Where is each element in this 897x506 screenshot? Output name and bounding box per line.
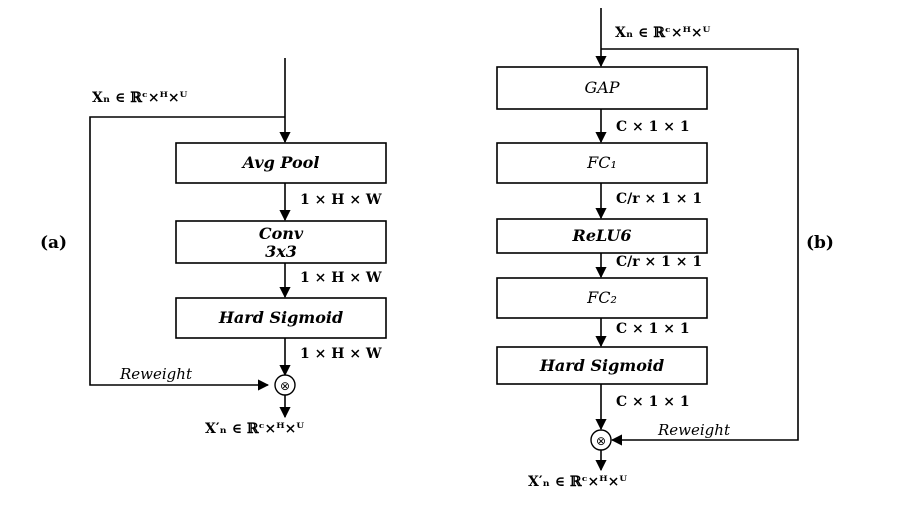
panel-a-hard-sigmoid-label: Hard Sigmoid xyxy=(218,308,343,327)
conv-box xyxy=(175,220,387,264)
avg-pool-box xyxy=(175,142,387,184)
panel-a-dim-3: 1 × H × W xyxy=(300,346,382,362)
gap-box xyxy=(496,66,708,110)
avg-pool-label: Avg Pool xyxy=(241,153,320,172)
fc1-box xyxy=(496,142,708,184)
gap-label: GAP xyxy=(584,78,619,97)
panel-b-skip-connection xyxy=(601,48,799,446)
panel-b-output-label: X′ₙ ∈ ℝᶜ×ᴴ×ᵂ xyxy=(528,474,627,490)
panel-a-input-label: Xₙ ∈ ℝᶜ×ᴴ×ᵂ xyxy=(92,90,188,106)
panel-a-output-label: X′ₙ ∈ ℝᶜ×ᴴ×ᵂ xyxy=(205,421,304,437)
panel-b-hard-sigmoid-box xyxy=(496,346,708,385)
relu6-box xyxy=(496,218,708,254)
panel-b-hard-sigmoid-label: Hard Sigmoid xyxy=(539,356,664,375)
panel-a-dim-2: 1 × H × W xyxy=(300,270,382,286)
panel-b-dim-1: C × 1 × 1 xyxy=(616,119,690,135)
panel-b: (b) Xₙ ∈ ℝᶜ×ᴴ×ᵂ Reweight GAP C × 1 × 1 F… xyxy=(496,8,834,490)
fc1-label: FC₁ xyxy=(586,153,617,172)
panel-a-dim-1: 1 × H × W xyxy=(300,192,382,208)
panel-a-label: (a) xyxy=(40,233,67,253)
panel-b-dim-4: C × 1 × 1 xyxy=(616,321,690,337)
conv-kernel-label: 3x3 xyxy=(265,242,297,261)
panel-a-multiply-symbol: ⊗ xyxy=(280,379,290,393)
panel-b-reweight-label: Reweight xyxy=(657,421,731,439)
panel-a: (a) Xₙ ∈ ℝᶜ×ᴴ×ᵂ Reweight Avg Pool 1 × H … xyxy=(40,58,387,437)
fc2-label: FC₂ xyxy=(586,288,617,307)
panel-b-input-label: Xₙ ∈ ℝᶜ×ᴴ×ᵂ xyxy=(615,25,711,41)
panel-b-multiply-symbol: ⊗ xyxy=(596,434,606,448)
fc2-box xyxy=(496,277,708,319)
panel-b-dim-5: C × 1 × 1 xyxy=(616,394,690,410)
panel-a-skip-connection xyxy=(89,116,285,391)
panel-b-dim-2: C/r × 1 × 1 xyxy=(616,191,702,207)
conv-label: Conv xyxy=(259,224,304,243)
panel-a-hard-sigmoid-box xyxy=(175,297,387,339)
panel-b-dim-3: C/r × 1 × 1 xyxy=(616,254,702,270)
relu6-label: ReLU6 xyxy=(572,226,632,245)
panel-b-label: (b) xyxy=(806,233,834,253)
panel-a-reweight-label: Reweight xyxy=(119,365,193,383)
